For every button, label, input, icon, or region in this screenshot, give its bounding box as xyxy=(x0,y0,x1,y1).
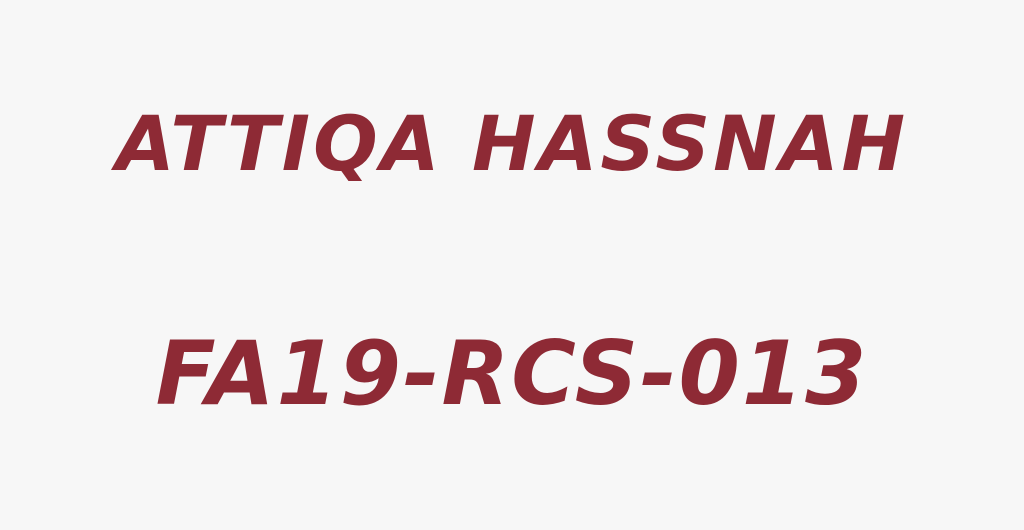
student-name: ATTIQA HASSNAH xyxy=(115,99,909,188)
student-id: FA19-RCS-013 xyxy=(155,322,869,425)
